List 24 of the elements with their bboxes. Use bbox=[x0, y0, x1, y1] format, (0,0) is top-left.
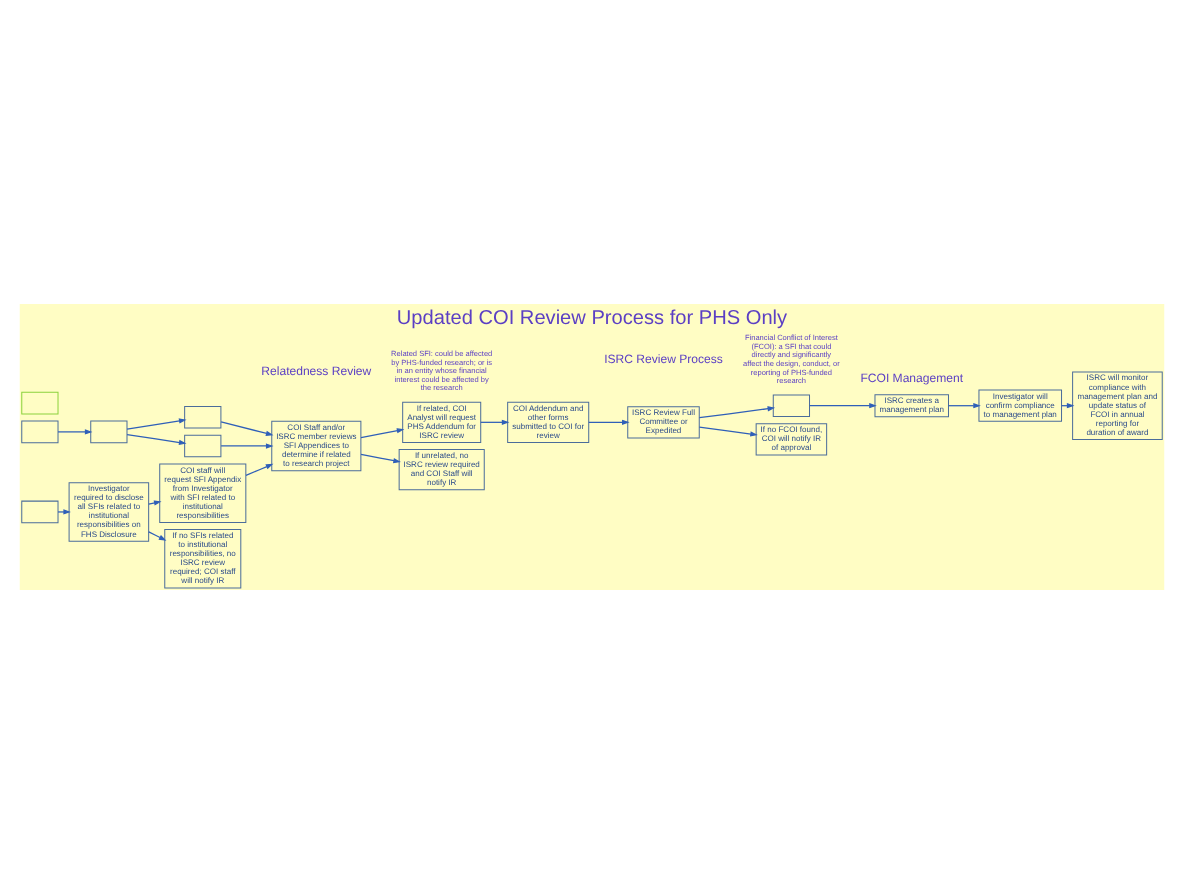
arrow bbox=[698, 425, 758, 436]
arrow bbox=[126, 432, 187, 445]
node-box bbox=[90, 419, 128, 443]
arrow bbox=[245, 462, 274, 475]
node-box bbox=[21, 390, 59, 414]
arrow bbox=[220, 442, 274, 448]
node-box bbox=[772, 393, 811, 417]
arrow bbox=[360, 452, 401, 463]
arrow bbox=[360, 427, 405, 438]
arrow bbox=[948, 402, 981, 408]
arrow bbox=[220, 420, 274, 435]
arrow bbox=[57, 428, 93, 434]
diagram-title: Updated COI Review Process for PHS Only bbox=[396, 307, 788, 330]
node-box bbox=[184, 404, 222, 428]
arrow bbox=[588, 418, 630, 424]
arrow bbox=[809, 402, 877, 408]
node-box bbox=[21, 419, 59, 443]
arrow bbox=[480, 418, 510, 424]
arrow bbox=[148, 530, 167, 540]
node-box bbox=[21, 499, 59, 523]
arrow bbox=[126, 417, 187, 429]
node-box bbox=[184, 433, 222, 457]
arrow bbox=[698, 405, 776, 418]
arrow bbox=[57, 508, 71, 514]
